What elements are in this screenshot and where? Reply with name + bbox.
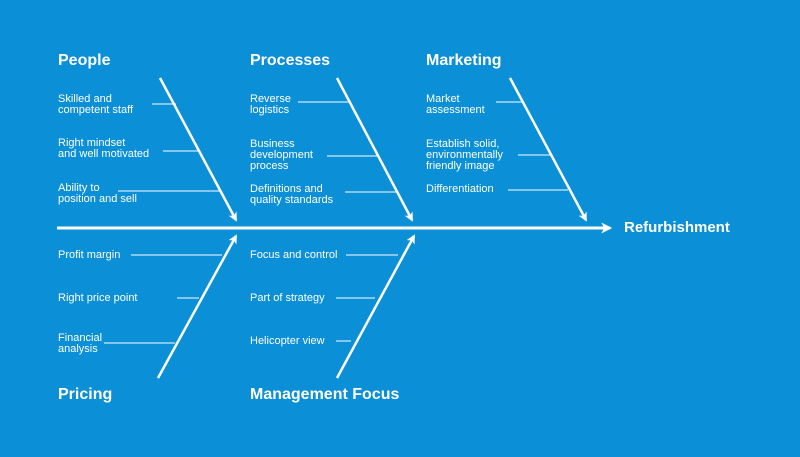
cause-processes-3: Definitions and quality standards xyxy=(250,183,334,206)
category-pricing: Pricing xyxy=(58,386,113,403)
cause-marketing-3: Differentiation xyxy=(426,183,494,195)
bone-processes xyxy=(335,77,414,222)
category-people: People xyxy=(58,52,111,69)
cause-people-2: Right mindset and well motivated xyxy=(58,137,150,160)
bone-pricing xyxy=(156,234,238,379)
category-processes: Processes xyxy=(250,52,331,69)
category-marketing: Marketing xyxy=(426,52,502,69)
cause-management-focus-2: Part of strategy xyxy=(250,292,325,304)
category-management-focus: Management Focus xyxy=(250,386,400,403)
cause-management-focus-3: Helicopter view xyxy=(250,335,325,347)
bone-management-focus xyxy=(335,234,416,379)
cause-marketing-2: Establish solid, environmentally friendl… xyxy=(426,138,504,172)
bone-people xyxy=(158,77,238,222)
cause-marketing-1: Market assessment xyxy=(426,93,485,116)
cause-pricing-2: Right price point xyxy=(58,292,138,304)
effect-label: Refurbishment xyxy=(624,219,730,236)
cause-processes-2: Business development process xyxy=(250,138,313,172)
cause-people-1: Skilled and competent staff xyxy=(58,93,134,116)
cause-pricing-1: Profit margin xyxy=(58,249,121,261)
cause-processes-1: Reverse logistics xyxy=(250,93,291,116)
cause-people-3: Ability to position and sell xyxy=(58,182,137,205)
bone-marketing xyxy=(508,77,588,222)
cause-management-focus-1: Focus and control xyxy=(250,249,338,261)
cause-pricing-3: Financial analysis xyxy=(58,332,103,355)
